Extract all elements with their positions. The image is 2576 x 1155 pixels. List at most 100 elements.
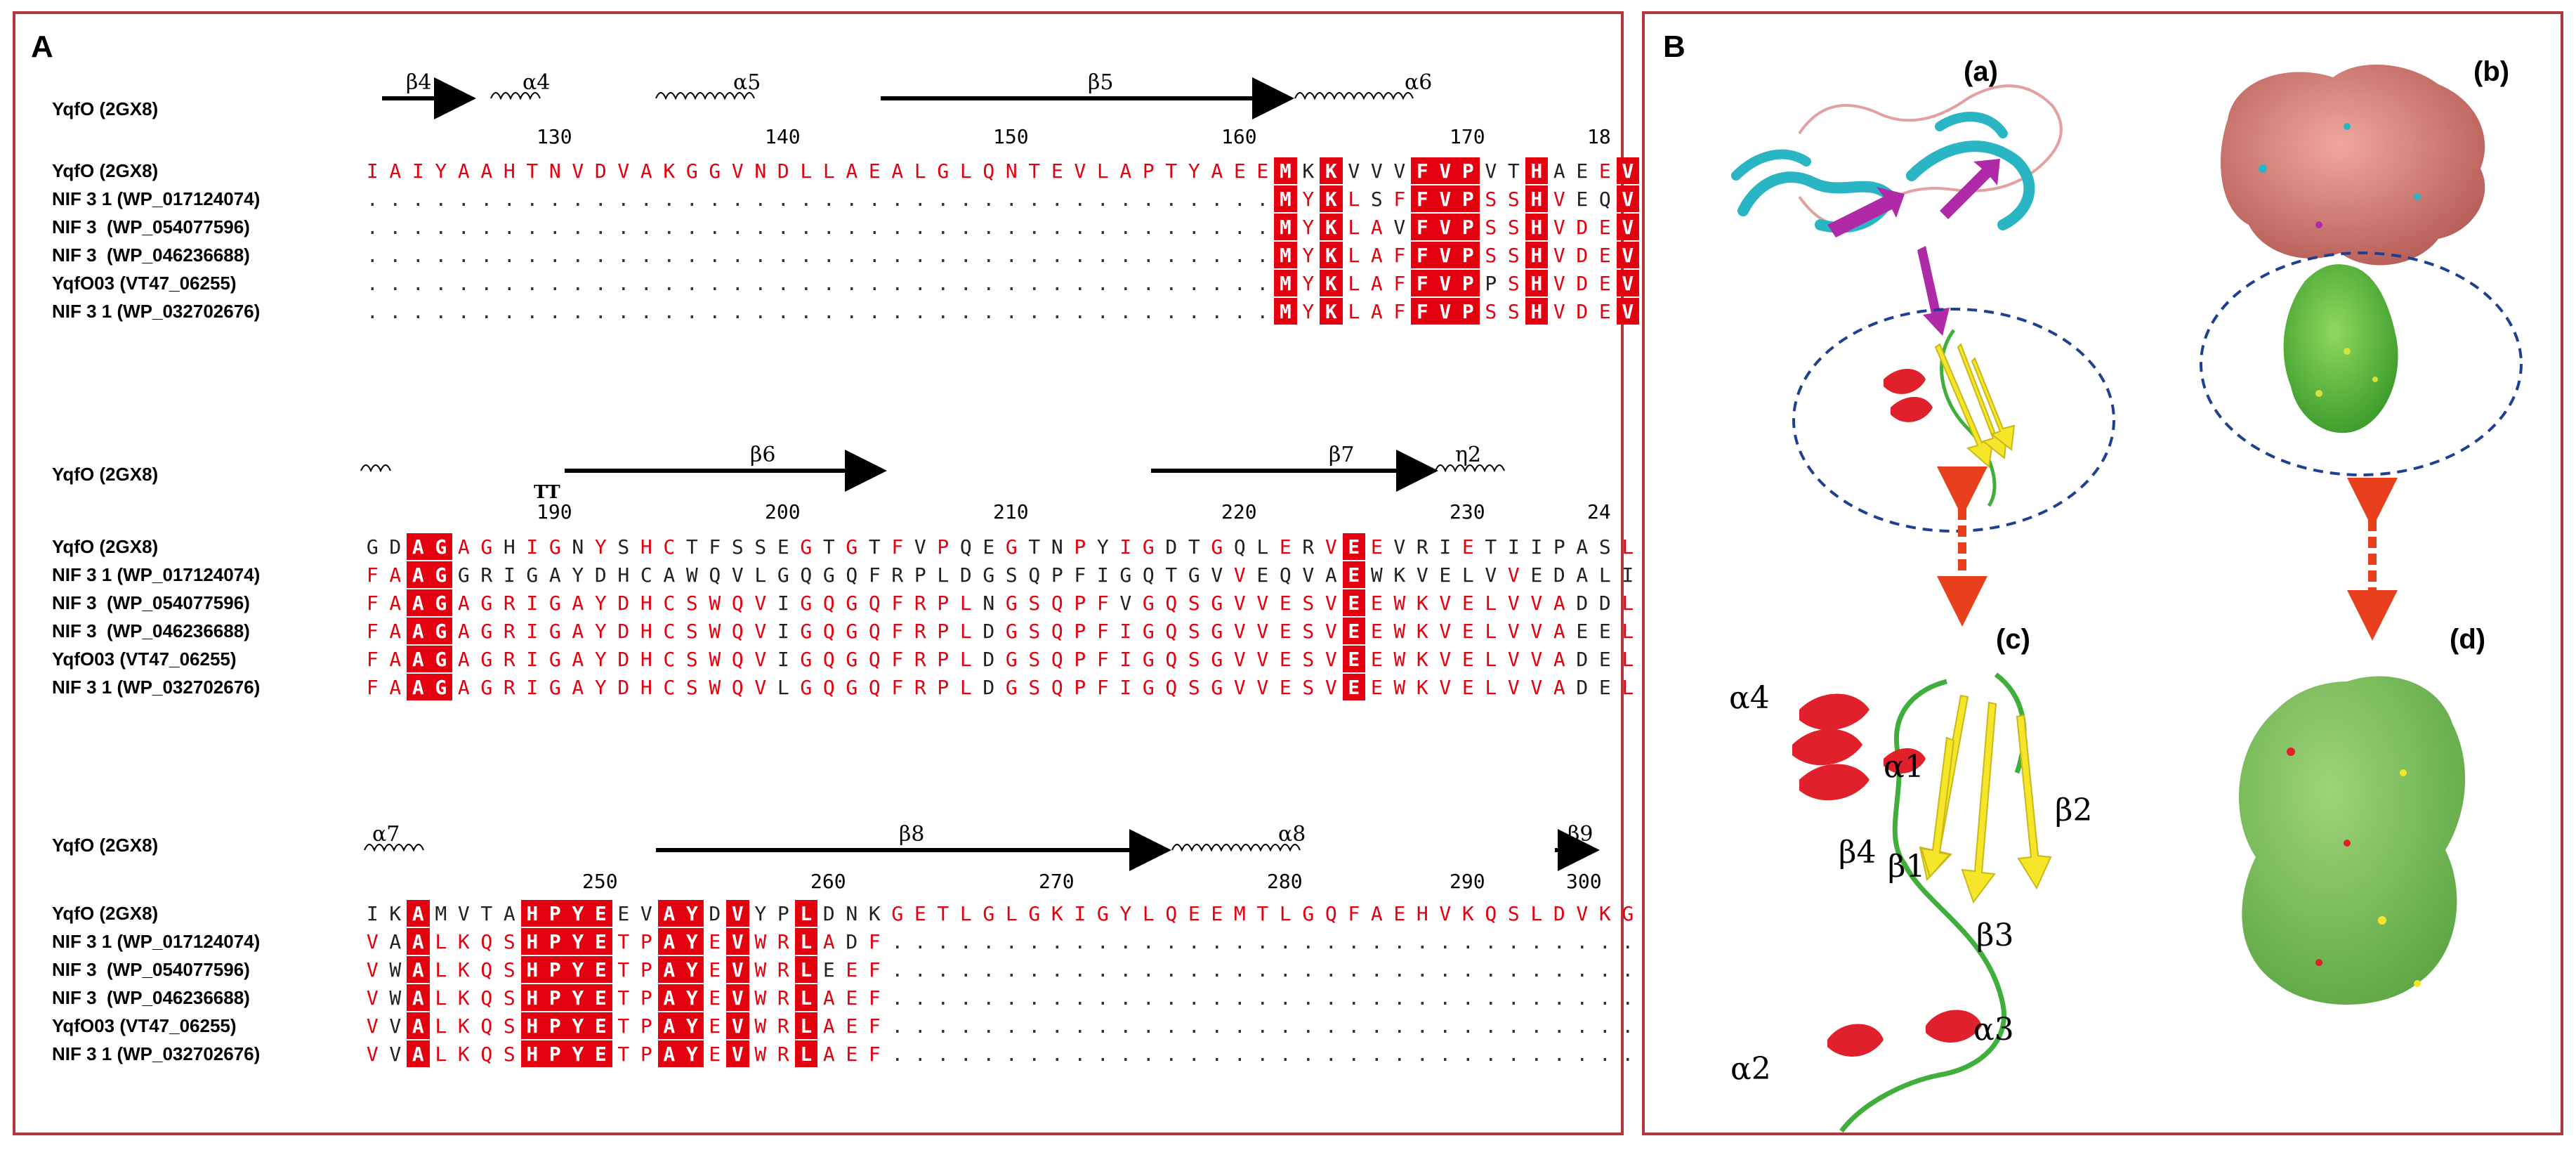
residue: P xyxy=(1457,214,1480,240)
residue: L xyxy=(959,901,972,925)
residue: F xyxy=(709,535,721,559)
residue: E xyxy=(709,986,721,1010)
residue: K xyxy=(1320,157,1343,184)
residue: G xyxy=(480,675,493,699)
residue: H xyxy=(1525,298,1548,325)
residue: Q xyxy=(1325,901,1337,925)
residue: L xyxy=(1348,243,1360,267)
residue: M xyxy=(1274,270,1297,296)
residue: . xyxy=(389,243,402,267)
residue: Y xyxy=(566,956,589,983)
residue: . xyxy=(526,243,539,267)
residue: L xyxy=(914,159,926,183)
residue: V xyxy=(731,563,744,587)
residue: D xyxy=(594,563,607,587)
block2-ss-name: YqfO (2GX8) xyxy=(52,464,159,485)
residue: L xyxy=(435,958,447,981)
residue: Q xyxy=(1485,901,1497,925)
residue: . xyxy=(868,271,881,295)
residue: D xyxy=(617,591,630,615)
residue: K xyxy=(1320,214,1343,240)
residue: L xyxy=(1622,591,1634,615)
residue: I xyxy=(1074,901,1086,925)
residue: V xyxy=(726,1012,749,1039)
residue: E xyxy=(589,956,612,983)
residue: . xyxy=(1485,929,1497,953)
residue: . xyxy=(1622,929,1634,953)
residue: . xyxy=(572,271,584,295)
residue: . xyxy=(959,1042,972,1066)
residue: E xyxy=(1439,563,1452,587)
residue: G xyxy=(846,535,858,559)
residue: . xyxy=(959,986,972,1010)
residue: . xyxy=(1233,986,1246,1010)
residue: Q xyxy=(822,647,835,671)
residue: I xyxy=(1439,535,1452,559)
residue: E xyxy=(846,1042,858,1066)
residue: . xyxy=(914,215,926,239)
residue: R xyxy=(777,986,789,1010)
residue: . xyxy=(937,271,949,295)
residue: . xyxy=(1096,1014,1109,1038)
residue: . xyxy=(1302,1042,1315,1066)
residue: I xyxy=(412,159,424,183)
residue: A xyxy=(457,591,470,615)
residue: W xyxy=(754,1042,767,1066)
residue: . xyxy=(1142,1014,1155,1038)
residue: . xyxy=(1507,986,1520,1010)
ruler-number: 250 xyxy=(582,870,618,893)
residue: . xyxy=(1393,986,1406,1010)
subpanel-a-label: (a) xyxy=(1964,56,1998,87)
residue: E xyxy=(1461,647,1474,671)
residue: . xyxy=(1142,215,1155,239)
residue: . xyxy=(822,299,835,323)
residue: E xyxy=(1279,535,1292,559)
residue: V xyxy=(457,901,470,925)
residue: L xyxy=(800,159,813,183)
residue: V xyxy=(1211,563,1223,587)
residue: . xyxy=(846,215,858,239)
residue: . xyxy=(1074,187,1086,211)
residue: . xyxy=(1096,986,1109,1010)
residue: V xyxy=(389,1042,402,1066)
residue: L xyxy=(435,929,447,953)
residue: E xyxy=(1342,618,1365,644)
residue: P xyxy=(544,900,567,927)
sequence-row: ........................................… xyxy=(361,269,1708,297)
residue: L xyxy=(959,647,972,671)
residue: . xyxy=(1348,929,1360,953)
residue: E xyxy=(1598,271,1611,295)
residue: G xyxy=(480,591,493,615)
residue: F xyxy=(366,619,379,643)
residue: E xyxy=(1598,215,1611,239)
residue: G xyxy=(1096,901,1109,925)
residue: T xyxy=(685,535,698,559)
residue: . xyxy=(1096,958,1109,981)
residue: M xyxy=(1274,298,1297,325)
ss-turn: TT xyxy=(534,482,560,503)
residue: G xyxy=(1302,901,1315,925)
residue: D xyxy=(777,159,789,183)
residue: . xyxy=(959,1014,972,1038)
subpanel-c-label: (c) xyxy=(1996,624,2030,655)
residue: . xyxy=(937,1014,949,1038)
residue: . xyxy=(731,187,744,211)
residue: . xyxy=(1028,1014,1041,1038)
residue: . xyxy=(1530,986,1543,1010)
residue: . xyxy=(389,215,402,239)
residue: E xyxy=(1598,299,1611,323)
residue: . xyxy=(822,187,835,211)
residue: . xyxy=(617,215,630,239)
residue: . xyxy=(1576,929,1589,953)
residue: G xyxy=(822,563,835,587)
residue: Y xyxy=(1302,299,1315,323)
residue: L xyxy=(1622,619,1634,643)
residue: . xyxy=(1005,1042,1018,1066)
residue: K xyxy=(1416,647,1428,671)
residue: E xyxy=(1342,589,1365,616)
residue: Y xyxy=(681,1040,704,1067)
residue: . xyxy=(503,271,515,295)
residue: . xyxy=(594,187,607,211)
residue: . xyxy=(1439,986,1452,1010)
